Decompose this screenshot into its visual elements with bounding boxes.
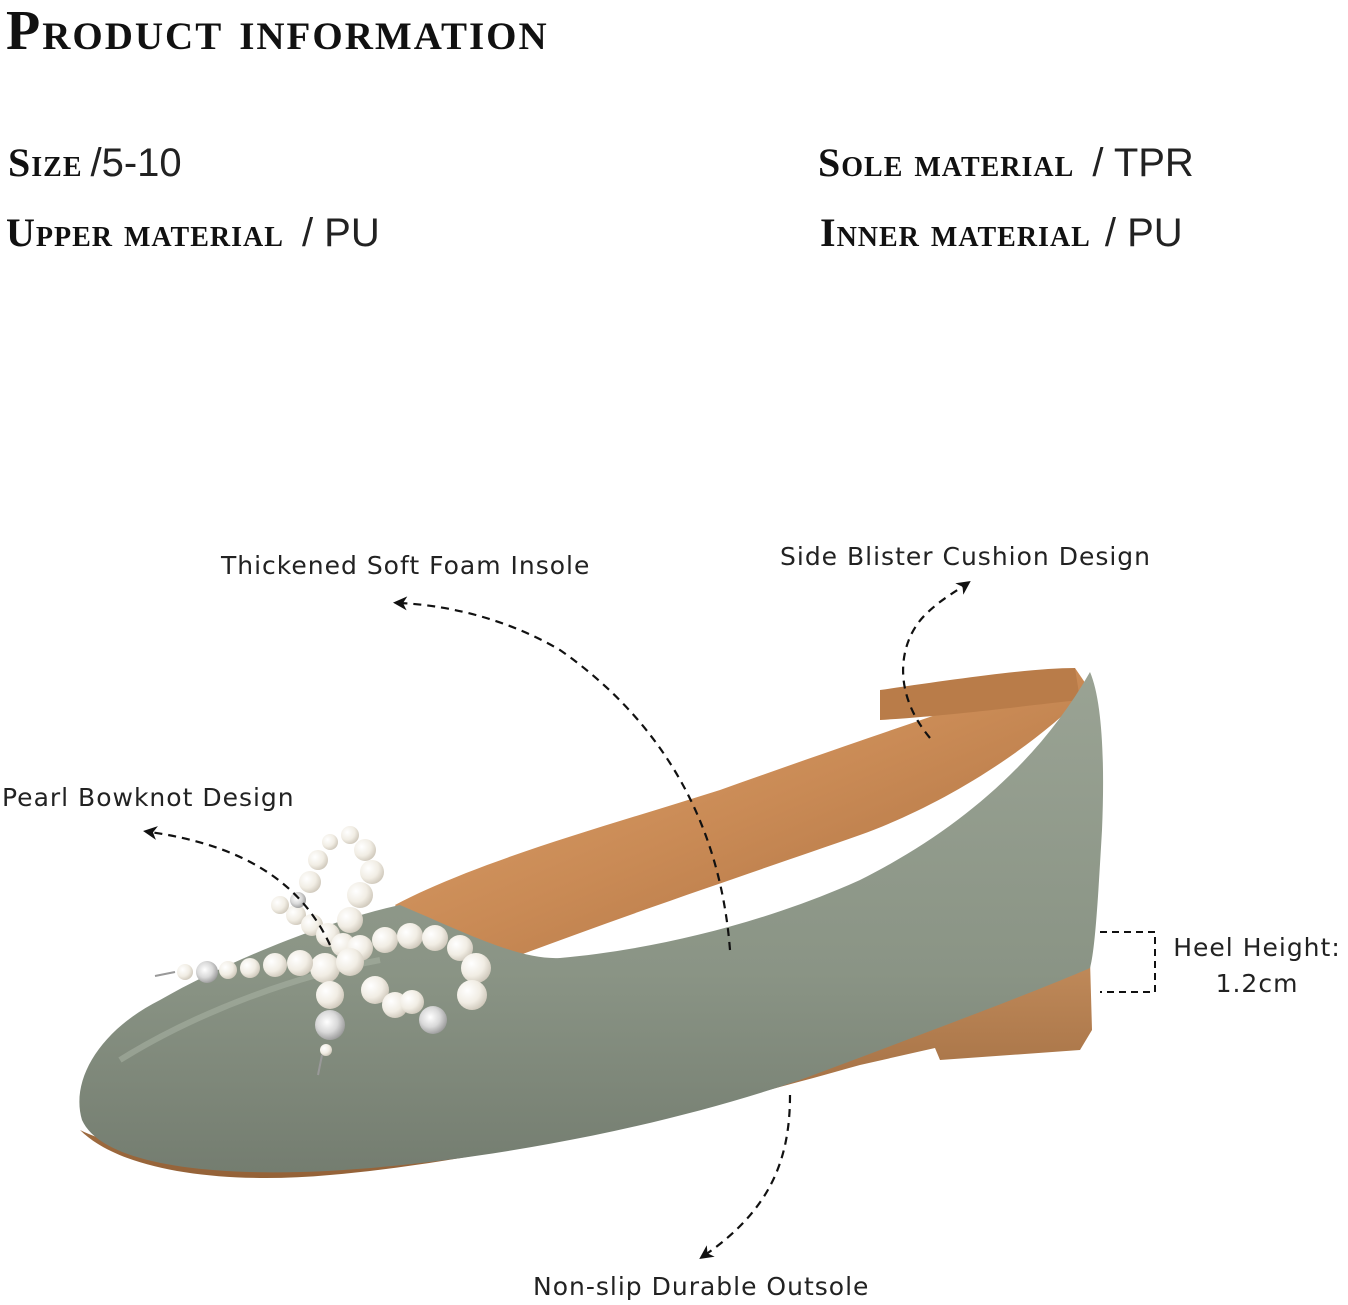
pearl-bow-image [154,826,491,1076]
callout-insole: Thickened Soft Foam Insole [221,551,591,580]
upper-shape [79,672,1104,1173]
spec-inner-label: Inner material [820,210,1091,255]
heel-height-label: Heel Height: [1173,933,1341,962]
spec-inner: Inner material / PU [820,210,1183,256]
callout-heel-height: Heel Height: 1.2cm [1166,930,1348,1002]
spec-upper-value: / PU [301,211,380,255]
heel-height-value: 1.2cm [1215,969,1299,998]
heel-bracket-icon [1100,931,1156,993]
spec-sole-label: Sole material [818,140,1075,185]
spec-sole-value: / TPR [1092,141,1194,185]
spec-size-label: Size [8,140,83,185]
callout-bowknot: Pearl Bowknot Design [2,783,295,812]
outsole-arrow-icon [699,1094,792,1259]
spec-size: Size/5-10 [8,140,182,186]
bowknot-arrow-icon [143,826,331,946]
callout-outsole: Non-slip Durable Outsole [533,1272,870,1301]
spec-size-value: /5-10 [90,141,182,185]
callout-side-cushion: Side Blister Cushion Design [780,542,1152,571]
spec-upper: Upper material / PU [6,210,380,256]
spec-upper-label: Upper material [6,210,284,255]
insole-arrow-icon [393,596,732,951]
spec-sole: Sole material / TPR [818,140,1194,186]
spec-inner-value: / PU [1104,211,1183,255]
lining-shape [395,668,1090,963]
side-cushion-arrow-icon [902,580,971,739]
page-title: Product information [6,0,549,62]
